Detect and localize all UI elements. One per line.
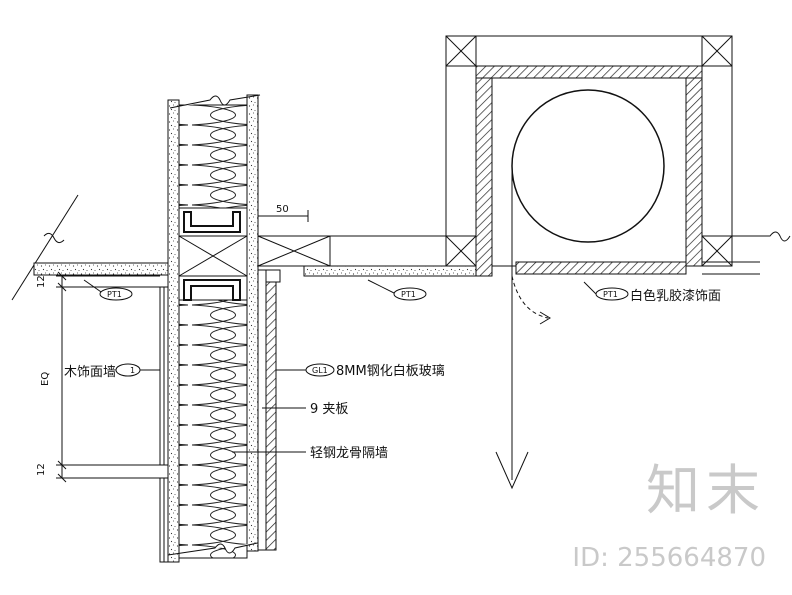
vertical-dims: [56, 271, 160, 483]
svg-text:PT1: PT1: [401, 290, 416, 299]
dim-eq: EQ: [40, 372, 51, 386]
left-break-line: [11, 194, 79, 301]
label-partition: 轻钢龙骨隔墙: [310, 446, 388, 461]
tag-wood: 1: [115, 363, 141, 377]
glass-plywood-layer: [257, 269, 281, 551]
svg-text:GL1: GL1: [312, 366, 328, 375]
wood-panel: [159, 286, 169, 563]
watermark-brand: 知末: [646, 459, 766, 522]
partition-wall-section: [167, 94, 263, 563]
wall-left-board: [167, 99, 180, 563]
label-wood-wall: 木饰面墙: [64, 365, 116, 380]
dim-50-label: 50: [276, 204, 289, 215]
label-plywood: 9 夹板: [310, 402, 348, 417]
blind-roller: [511, 89, 665, 243]
watermark-id: ID: 255664870: [572, 543, 766, 573]
label-glass: 8MM钢化白板玻璃: [336, 363, 445, 379]
dim-50: [257, 210, 309, 222]
steel-channel-lower: [183, 279, 241, 301]
left-ceiling-slab: [33, 262, 177, 276]
insulation-lower: [178, 299, 248, 559]
label-latex-paint: 白色乳胶漆饰面: [630, 288, 721, 304]
tag-pt1-right: PT1: [595, 287, 629, 301]
dim-12-bottom: 12: [36, 463, 47, 476]
mid-ceiling-slab: [303, 265, 485, 277]
tag-pt1-left: PT1: [99, 287, 133, 301]
tag-gl1: GL1: [305, 363, 335, 377]
svg-text:PT1: PT1: [107, 290, 122, 299]
tag-pt1-mid: PT1: [393, 287, 427, 301]
svg-text:PT1: PT1: [603, 290, 618, 299]
insulation-upper: [178, 104, 248, 209]
svg-text:1: 1: [130, 366, 135, 375]
leader-lines: [83, 279, 597, 453]
dim-12-top: 12: [36, 275, 47, 288]
steel-channel-upper: [183, 211, 241, 233]
wall-right-board: [246, 94, 259, 552]
blind-box: [445, 35, 791, 490]
